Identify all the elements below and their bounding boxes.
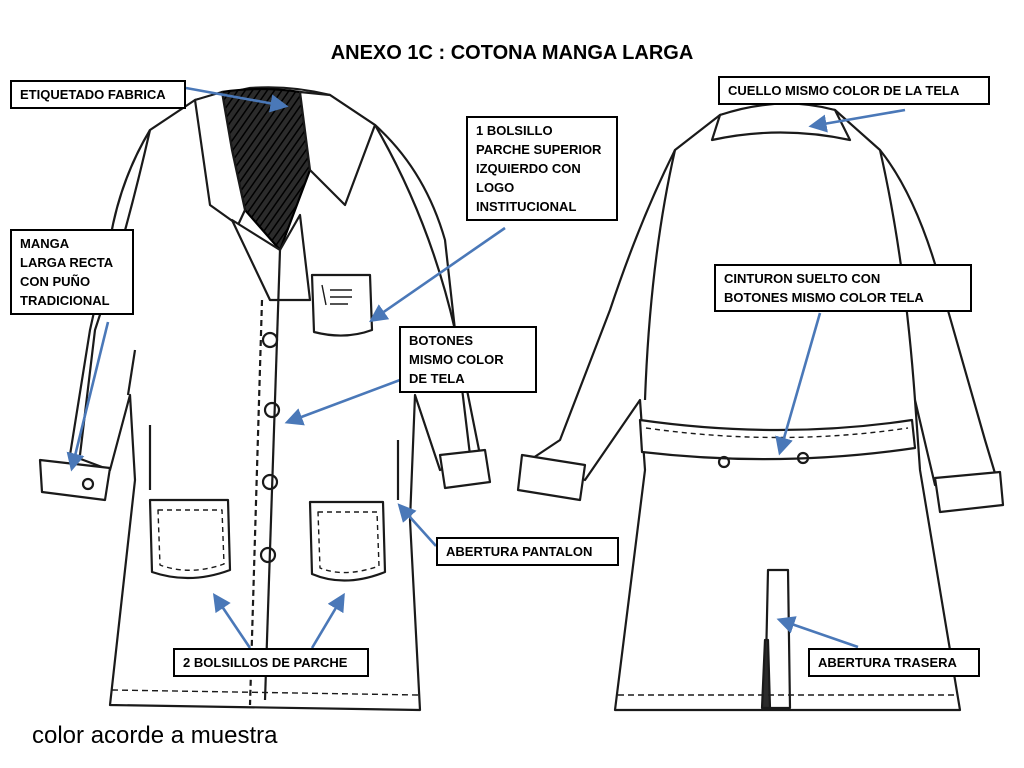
back-cuff-right <box>933 470 1005 514</box>
page-title: ANEXO 1C : COTONA MANGA LARGA <box>330 42 694 64</box>
label-bolsillos-parche: 2 BOLSILLOS DE PARCHE <box>173 648 369 677</box>
front-cuff-button-left <box>81 477 95 491</box>
footer-note: color acorde a muestra <box>32 722 278 749</box>
front-hem <box>111 689 419 696</box>
front-collar-right <box>298 90 377 207</box>
belt-button-2 <box>796 451 810 465</box>
arrow-manga <box>66 321 110 472</box>
arrow-botones <box>284 378 401 426</box>
lower-pocket-left-stitch <box>157 509 225 571</box>
arrow-cinturon <box>775 312 822 456</box>
front-button-1 <box>261 331 279 349</box>
front-sleeve-right <box>374 124 472 456</box>
front-neck-shadow <box>220 87 312 252</box>
arrow-abertura-pantalon <box>397 503 437 547</box>
front-sleeve-inner-left <box>126 349 137 396</box>
callout-arrows <box>66 86 906 649</box>
arrow-bolsillo-superior <box>369 226 506 323</box>
front-collar-left <box>193 90 247 227</box>
arrow-etiquetado <box>185 86 289 113</box>
arrow-bolsillos-left <box>212 592 252 649</box>
front-placket-edge <box>248 299 264 706</box>
label-abertura-pantalon: ABERTURA PANTALON <box>436 537 619 566</box>
front-coat <box>38 86 492 712</box>
arrow-cuello <box>808 108 906 133</box>
arrow-bolsillos-right <box>310 592 345 649</box>
back-vent-shadow <box>760 638 772 710</box>
front-button-3 <box>261 473 279 491</box>
belt-button-1 <box>717 455 731 469</box>
front-lapel <box>230 213 312 302</box>
back-belt-stitch <box>645 427 909 439</box>
chest-pocket <box>310 273 374 337</box>
back-coat <box>516 102 1005 712</box>
back-cuff-left <box>516 453 587 502</box>
label-botones: BOTONES MISMO COLOR DE TELA <box>399 326 537 393</box>
label-cuello: CUELLO MISMO COLOR DE LA TELA <box>718 76 990 105</box>
label-etiquetado-fabrica: ETIQUETADO FABRICA <box>10 80 186 109</box>
lower-pocket-right-stitch <box>317 511 380 574</box>
front-cuff-left <box>38 458 112 502</box>
label-manga: MANGA LARGA RECTA CON PUÑO TRADICIONAL <box>10 229 134 315</box>
chest-pocket-logo <box>321 284 352 306</box>
label-abertura-trasera: ABERTURA TRASERA <box>808 648 980 677</box>
back-sleeve-seam-left <box>643 149 677 401</box>
front-button-2 <box>263 401 281 419</box>
front-cuff-right <box>438 448 492 490</box>
front-button-4 <box>259 546 277 564</box>
lower-pocket-right <box>308 500 387 582</box>
lower-pocket-left <box>148 498 232 580</box>
arrow-abertura-trasera <box>776 616 859 649</box>
label-bolsillo-superior: 1 BOLSILLO PARCHE SUPERIOR IZQUIERDO CON… <box>466 116 618 221</box>
label-cinturon: CINTURON SUELTO CON BOTONES MISMO COLOR … <box>714 264 972 312</box>
